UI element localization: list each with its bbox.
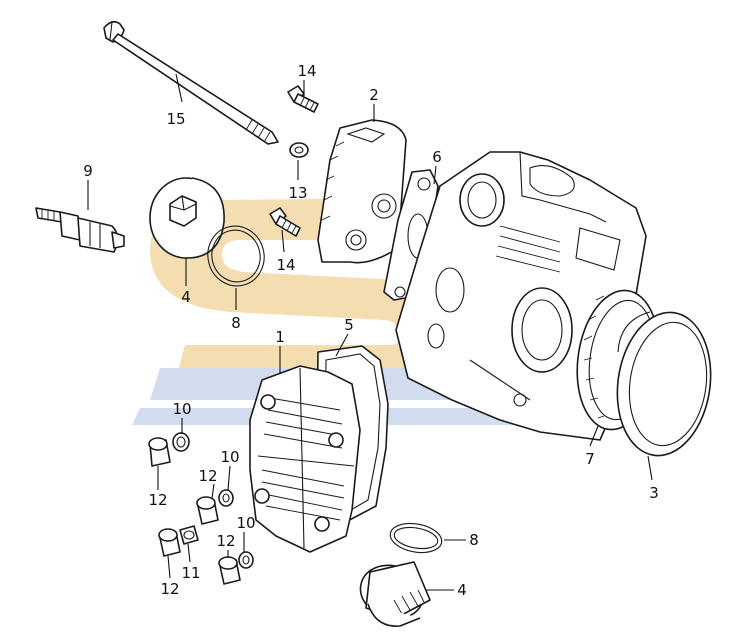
callout-12-a: 12 (148, 491, 167, 509)
callout-15: 15 (166, 110, 185, 128)
part-12-bolt-d (218, 556, 241, 585)
part-8-oring-left (207, 225, 265, 287)
part-8-oring-bottom (389, 522, 443, 554)
callout-1: 1 (275, 328, 285, 346)
callout-12-b: 12 (198, 467, 217, 485)
callout-11: 11 (181, 564, 200, 582)
callout-6: 6 (432, 148, 442, 166)
callout-13: 13 (288, 184, 307, 202)
callout-4-left: 4 (181, 288, 191, 306)
part-14-bolt-lower (269, 207, 301, 237)
callout-8-left: 8 (231, 314, 241, 332)
part-12-bolt-a (148, 437, 171, 467)
callout-5: 5 (344, 316, 354, 334)
callout-9: 9 (83, 162, 93, 180)
callout-12-d: 12 (160, 580, 179, 598)
part-11-nut (179, 525, 199, 545)
callout-14-top: 14 (297, 62, 316, 80)
part-14-bolt-top (287, 85, 319, 113)
part-12-bolt-c (158, 528, 181, 557)
callout-10-c: 10 (236, 514, 255, 532)
callout-14-lower: 14 (276, 256, 295, 274)
callout-10-b: 10 (220, 448, 239, 466)
callout-4-bottom: 4 (457, 581, 467, 599)
part-10-washer-a (172, 432, 190, 452)
callout-10-a: 10 (172, 400, 191, 418)
part-3-large-cap (616, 311, 712, 457)
part-4-cap-left (149, 177, 225, 259)
callout-12-c: 12 (216, 532, 235, 550)
part-15-stud-bolt (103, 20, 279, 145)
callout-3: 3 (649, 484, 659, 502)
part-12-bolt-b (196, 496, 219, 525)
part-1-head-cover (249, 365, 361, 553)
part-13-washer (289, 142, 309, 158)
watermark-gold-shape (150, 198, 470, 382)
callout-8-bottom: 8 (469, 531, 479, 549)
part-2-bracket (317, 119, 407, 264)
callout-7: 7 (585, 450, 595, 468)
callout-2: 2 (369, 86, 379, 104)
callout-labels: 15 14 13 14 2 9 4 8 6 1 5 7 3 8 4 10 12 … (83, 62, 659, 599)
part-4-cap-bottom (359, 561, 431, 627)
part-10-washer-b (218, 489, 234, 507)
part-9-spark-plug (35, 207, 125, 253)
part-10-washer-c (238, 551, 254, 569)
leader-lines (87, 73, 653, 591)
